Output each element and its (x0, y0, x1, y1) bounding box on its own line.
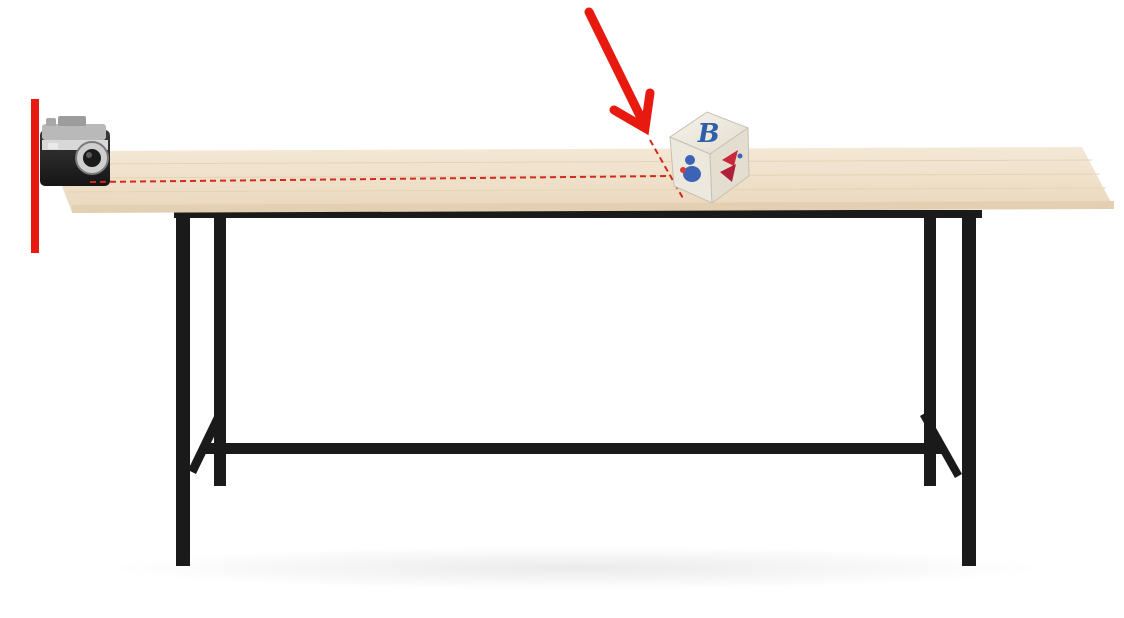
camera-lens-glint (86, 152, 92, 158)
red-arrow (589, 12, 650, 128)
table-frame (174, 210, 982, 566)
camera-shutter-dial (46, 118, 56, 126)
camera-lens-inner (83, 149, 101, 167)
camera-rangefinder-window (48, 143, 58, 149)
red-vertical-marker (31, 99, 39, 253)
table-stretcher (205, 443, 942, 454)
tabletop (48, 147, 1114, 213)
camera-top-plate (42, 124, 106, 140)
table-leg-front-left (176, 214, 190, 566)
camera-viewfinder (58, 116, 86, 126)
floor-shadow (105, 546, 1045, 590)
camera-image (40, 116, 110, 186)
table-leg-front-right (962, 214, 976, 566)
